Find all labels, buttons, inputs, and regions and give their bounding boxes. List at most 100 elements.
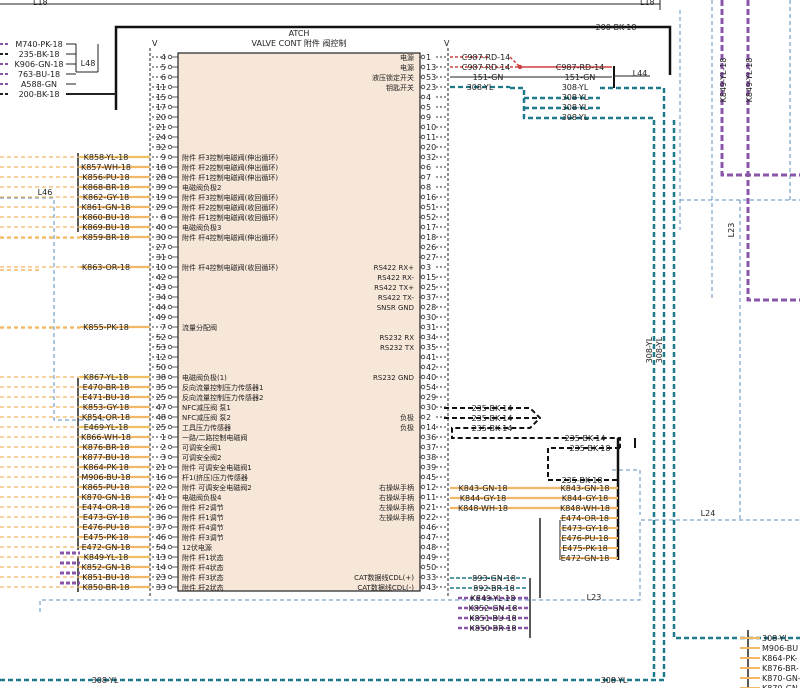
left-pin-function: 附件 杆2控制电磁阀(伸出循环): [182, 163, 278, 172]
left-pin-terminal: [167, 234, 173, 240]
left-wire-label: K870-GN-18: [82, 493, 131, 502]
right-pin-terminal: [420, 364, 426, 370]
left-pin-terminal: [167, 364, 173, 370]
left-wire-label: K849-YL-18: [84, 553, 129, 562]
right-pin-number: 17: [426, 223, 436, 232]
right-pin-number: 1: [426, 53, 431, 62]
power-merge-label: C987-RD-14: [556, 63, 605, 72]
right-pin-terminal: [420, 444, 426, 450]
left-wire-label: K854-OR-18: [82, 413, 130, 422]
right-pin-number: 43: [426, 583, 436, 592]
right-pin-number: 4: [426, 93, 431, 102]
right-pin-terminal: [420, 274, 426, 280]
left-pin-terminal: [167, 204, 173, 210]
right-pin-terminal: [420, 344, 426, 350]
right-pin-number: 26: [426, 243, 436, 252]
left-wire-label: E471-BU-18: [82, 393, 129, 402]
right-pin-number: 42: [426, 363, 436, 372]
neg-out-label: 235-BK-18: [570, 444, 611, 453]
left-pin-terminal: [167, 574, 173, 580]
neg-out-label: 235-BK-14: [565, 434, 606, 443]
l48-label: L48: [81, 59, 96, 68]
right-pin-terminal: [420, 554, 426, 560]
left-wire-label: M906-BU-18: [81, 473, 130, 482]
left-pin-function: 电磁阀负极3: [182, 223, 221, 232]
right-pin-terminal: [420, 334, 426, 340]
right-pin-number: 18: [426, 233, 436, 242]
right-pin-function: RS422 RX+: [374, 264, 415, 272]
right-pin-number: 22: [426, 513, 436, 522]
right-pin-terminal: [420, 234, 426, 240]
bottom-right-wire-label: M906-BU: [762, 644, 798, 653]
left-pin-terminal: [167, 314, 173, 320]
right-pin-function: RS232 TX: [380, 344, 414, 352]
left-pin-terminal: [167, 564, 173, 570]
left-wire-label: K869-BU-18: [82, 223, 130, 232]
right-pin-terminal: [420, 524, 426, 530]
joystick-wire-right-label: K843-GN-18: [561, 484, 610, 493]
yl-stack-label: 308-YL: [562, 103, 589, 112]
right-pin-number: 11: [426, 493, 436, 502]
cdl-label: 893-GN-18: [472, 574, 516, 583]
yl-stack-label: 308-YL: [562, 83, 589, 92]
left-wire-label: E469-YL-18: [84, 423, 129, 432]
right-pin-function: 电源: [400, 63, 414, 72]
right-pin-terminal: [420, 224, 426, 230]
joystick-wire-label: K848-WH-18: [458, 504, 508, 513]
right-pin-number: 52: [426, 213, 436, 222]
left-pin-function: 电磁阀负极2: [182, 183, 221, 192]
l18-left-label: L18: [33, 0, 48, 7]
right-pin-number: 14: [426, 423, 436, 432]
right-pin-terminal: [420, 124, 426, 130]
left-wire-label: E474-OR-18: [82, 503, 130, 512]
left-pin-terminal: [167, 134, 173, 140]
v-left-label: V: [152, 39, 158, 48]
left-pin-terminal: [167, 404, 173, 410]
left-pin-number: 1: [161, 433, 166, 442]
right-pin-number: 7: [426, 173, 431, 182]
right-pin-number: 41: [426, 353, 436, 362]
left-wire-label: E470-BR-18: [83, 383, 130, 392]
left-pin-function: 附件 杆3控制电磁阀(收回循环): [182, 193, 278, 202]
left-pin-terminal: [167, 274, 173, 280]
right-pin-number: 30: [426, 313, 436, 322]
left-pin-terminal: [167, 264, 173, 270]
left-pin-terminal: [167, 224, 173, 230]
left-pin-terminal: [167, 444, 173, 450]
left-pin-number: 4: [161, 53, 166, 62]
left-pin-terminal: [167, 144, 173, 150]
left-pin-terminal: [167, 324, 173, 330]
left-pin-terminal: [167, 164, 173, 170]
status-block-label: K849-YL-18: [471, 594, 516, 603]
power-wire-13-label: C987-RD-14: [462, 63, 511, 72]
left-pin-terminal: [167, 374, 173, 380]
right-pin-number: 54: [426, 383, 436, 392]
power-merge-link: [509, 56, 521, 68]
left-pin-function: 附件 杆3状态: [182, 573, 224, 582]
joystick-wire-right-label: K844-GY-18: [562, 494, 609, 503]
l24-label: L24: [701, 509, 716, 518]
l18-right-label: L18: [640, 0, 655, 7]
left-pin-terminal: [167, 284, 173, 290]
right-pin-terminal: [420, 484, 426, 490]
right-pin-number: 25: [426, 283, 436, 292]
right-pin-number: 45: [426, 473, 436, 482]
neg-wire-label: 235-BK-14: [472, 404, 513, 413]
right-pin-terminal: [420, 584, 426, 590]
left-pin-terminal: [167, 124, 173, 130]
neg-wire-label: 235-BK-14: [472, 424, 513, 433]
left-top-wire-label: 200-BK-18: [19, 90, 60, 99]
left-pin-function: 附件 杆2调节: [182, 503, 224, 512]
right-pin-terminal: [420, 474, 426, 480]
right-pin-function: 左操纵手柄: [379, 513, 414, 522]
right-pin-terminal: [420, 74, 426, 80]
right-pin-terminal: [420, 404, 426, 410]
right-pin-number: 39: [426, 463, 436, 472]
right-pin-function: RS232 RX: [379, 334, 414, 342]
right-pin-number: 10: [426, 123, 436, 132]
right-pin-terminal: [420, 114, 426, 120]
right-pin-number: 51: [426, 203, 436, 212]
header-code: ATCH: [289, 29, 310, 38]
left-pin-terminal: [167, 244, 173, 250]
left-pin-function: 附件 可调安全电磁阀1: [182, 463, 252, 472]
